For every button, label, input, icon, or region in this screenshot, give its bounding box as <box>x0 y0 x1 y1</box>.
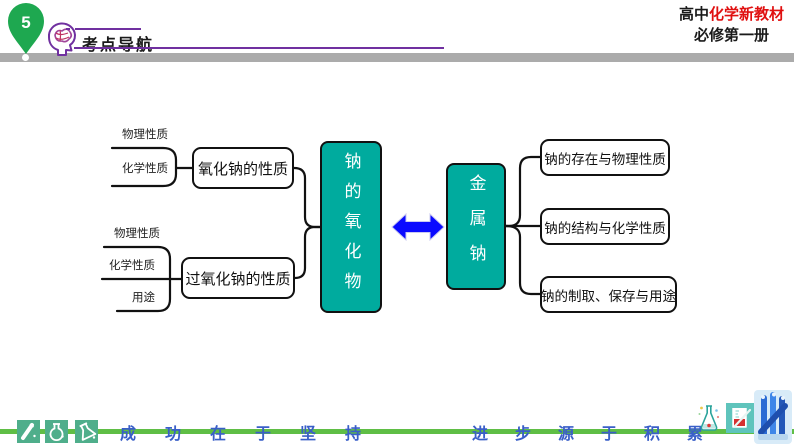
edition-line1: 高中化学新教材 <box>679 5 784 26</box>
test-tubes-image <box>754 390 792 444</box>
brain-head-icon <box>47 22 76 56</box>
motto-right: 进步源于积累 <box>472 426 731 443</box>
purple-underline <box>74 47 444 49</box>
node-sodium-existence: 钠的存在与物理性质 <box>540 139 670 176</box>
round-flask-icon <box>45 420 68 443</box>
leaf-peroxide-uses: 用途 <box>132 292 155 304</box>
motto-left: 成功在于坚持 <box>120 426 391 443</box>
footer-line <box>0 429 794 434</box>
top-divider-bar <box>0 53 794 62</box>
node-sodium-preparation: 钠的制取、保存与用途 <box>540 276 677 313</box>
edition-prefix: 高中 <box>678 7 709 23</box>
leaf-oxide-physical: 物理性质 <box>122 129 168 141</box>
node-metallic-sodium: 金属钠 <box>446 163 506 290</box>
node-metallic-sodium-label: 金属钠 <box>466 174 486 279</box>
node-sodium-oxides-label: 钠的氧化物 <box>341 152 361 302</box>
test-tube-icon <box>17 420 40 443</box>
leaf-peroxide-chemical: 化学性质 <box>109 260 155 272</box>
node-sodium-oxide-properties: 氧化钠的性质 <box>192 147 294 189</box>
double-arrow-icon <box>391 212 445 242</box>
edition-highlight: 化学新教材 <box>708 7 784 23</box>
textbook-edition: 高中化学新教材 必修第一册 <box>679 5 784 47</box>
purple-top-dash <box>66 28 70 30</box>
section-title: 考点导航 <box>82 37 155 54</box>
beaker-icon <box>726 403 754 433</box>
page-number: 5 <box>21 13 30 32</box>
node-sodium-oxides: 钠的氧化物 <box>320 141 382 313</box>
purple-top-line <box>75 28 141 30</box>
edition-line2: 必修第一册 <box>693 28 769 44</box>
node-sodium-structure: 钠的结构与化学性质 <box>540 208 670 245</box>
flask-sparkle-icon <box>698 405 720 431</box>
leaf-peroxide-physical: 物理性质 <box>114 228 160 240</box>
leaf-oxide-chemical: 化学性质 <box>122 163 168 175</box>
pin-dot <box>22 54 29 61</box>
erlenmeyer-icon <box>75 420 98 443</box>
node-sodium-peroxide-properties: 过氧化钠的性质 <box>181 257 295 299</box>
page-pin: 5 <box>8 3 44 54</box>
